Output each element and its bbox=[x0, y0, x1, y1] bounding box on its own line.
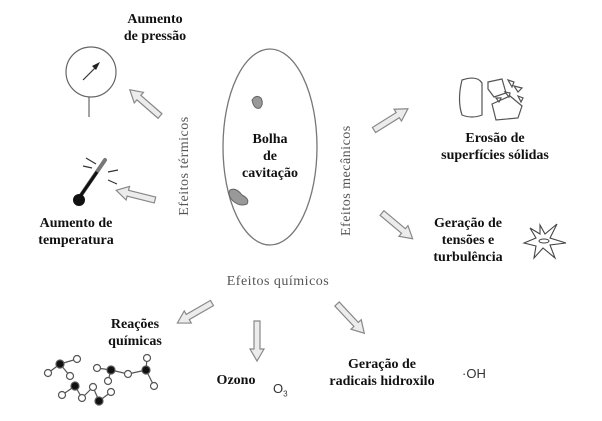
turbulence-label-line2: tensões e bbox=[441, 233, 495, 248]
pressure-label-line1: Aumento bbox=[127, 12, 183, 27]
reactions-label-line1: Reações bbox=[110, 317, 160, 332]
thermometer-icon bbox=[73, 157, 119, 206]
bubble-label-line3: cavitação bbox=[242, 166, 298, 181]
pressure-gauge-icon bbox=[65, 46, 117, 117]
bubble-label-line1: Bolha bbox=[252, 132, 288, 147]
bubble-label: Bolha de cavitação bbox=[242, 131, 298, 182]
hydroxyl-label: Geração de radicais hidroxilo bbox=[329, 356, 434, 390]
ozone-formula: O3 bbox=[273, 381, 288, 399]
bubble-label-line2: de bbox=[262, 149, 277, 164]
turbulence-label-line3: turbulência bbox=[433, 250, 503, 265]
arrow-to-turbulence bbox=[379, 209, 414, 240]
chemical-effects-label: Efeitos químicos bbox=[226, 274, 330, 289]
molecule-icon bbox=[43, 353, 159, 406]
mechanical-effects-label: Efeitos mecânicos bbox=[339, 125, 354, 236]
arrow-to-erosion bbox=[371, 108, 409, 134]
erosion-label: Erosão de superfícies sólidas bbox=[441, 130, 549, 164]
ozone-label: Ozono bbox=[216, 373, 256, 388]
temperature-label-line1: Aumento de bbox=[39, 216, 113, 231]
hydroxyl-formula: ·OH bbox=[462, 366, 486, 381]
bubble-particle-bottom bbox=[228, 188, 249, 206]
shockwave-star-icon bbox=[522, 222, 567, 260]
cavitation-bubble bbox=[222, 48, 318, 246]
ozone-formula-subscript: 3 bbox=[283, 389, 288, 399]
turbulence-label: Geração de tensões e turbulência bbox=[433, 215, 502, 266]
arrow-to-reactions bbox=[176, 299, 215, 324]
ozone-formula-symbol: O bbox=[273, 381, 284, 396]
erosion-label-line1: Erosão de bbox=[465, 131, 525, 146]
pressure-label-line2: de pressão bbox=[123, 29, 187, 44]
hydroxyl-label-line2: radicais hidroxilo bbox=[329, 374, 435, 389]
arrow-to-pressure bbox=[128, 88, 163, 120]
reactions-label-line2: químicas bbox=[108, 334, 162, 349]
temperature-label: Aumento de temperatura bbox=[38, 215, 113, 249]
bubble-particle-top bbox=[251, 95, 263, 109]
pressure-label: Aumento de pressão bbox=[124, 11, 186, 45]
arrow-to-hydroxyl bbox=[333, 301, 366, 335]
turbulence-label-line1: Geração de bbox=[433, 216, 503, 231]
erosion-label-line2: superfícies sólidas bbox=[441, 148, 549, 163]
temperature-label-line2: temperatura bbox=[38, 233, 114, 248]
hydroxyl-label-line1: Geração de bbox=[347, 357, 417, 372]
thermal-effects-label: Efeitos térmicos bbox=[177, 116, 192, 216]
arrow-to-ozone bbox=[248, 320, 266, 363]
arrow-to-temperature bbox=[115, 185, 157, 204]
reactions-label: Reações químicas bbox=[108, 316, 162, 350]
eroded-rock-icon bbox=[458, 77, 524, 121]
